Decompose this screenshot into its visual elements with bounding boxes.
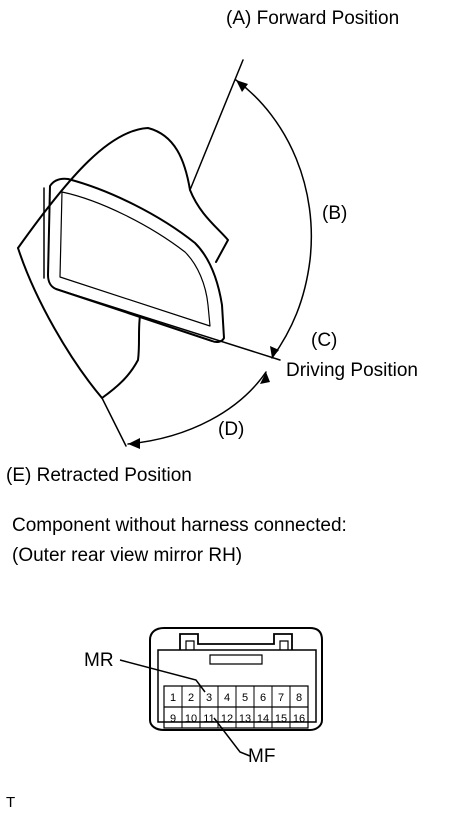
pin-12: 12 xyxy=(221,713,233,725)
connector-body xyxy=(149,627,323,731)
pin-15: 15 xyxy=(275,713,287,725)
pin-4: 4 xyxy=(224,692,230,704)
arrow-d-top xyxy=(260,372,270,384)
pin-7: 7 xyxy=(278,692,284,704)
mr-leader xyxy=(119,659,206,693)
mirror-housing-outline xyxy=(17,127,229,263)
driving-line xyxy=(55,288,281,361)
mf-terminal-label: MF xyxy=(248,746,276,767)
pin-16: 16 xyxy=(293,713,305,725)
component-caption: Component without harness connected: xyxy=(12,515,347,536)
component-subcaption: (Outer rear view mirror RH) xyxy=(12,545,243,566)
arrow-b-bottom xyxy=(270,346,279,358)
pin-14: 14 xyxy=(257,713,269,725)
pin-2: 2 xyxy=(188,692,194,704)
pin-11: 11 xyxy=(203,713,214,725)
mirror-glass-inner xyxy=(59,191,211,327)
connector-drawing xyxy=(119,627,323,757)
pin-1: 1 xyxy=(170,692,176,704)
mr-terminal-label: MR xyxy=(84,650,114,671)
mf-leader xyxy=(213,717,251,757)
pin-13: 13 xyxy=(239,713,251,725)
connector-latch xyxy=(179,633,293,650)
arc-d xyxy=(127,371,267,445)
retracted-line xyxy=(101,397,127,447)
pin-9: 9 xyxy=(170,713,176,725)
mirror-housing-lower xyxy=(17,247,141,399)
retracted-position-label: (E) Retracted Position xyxy=(6,465,192,486)
connector-inner xyxy=(157,649,317,723)
forward-position-label: (A) Forward Position xyxy=(226,8,400,29)
arrow-b-top xyxy=(236,80,248,92)
pin-10: 10 xyxy=(185,713,197,725)
pin-6: 6 xyxy=(260,692,266,704)
pin-5: 5 xyxy=(242,692,248,704)
arrow-d-bottom xyxy=(128,438,140,449)
driving-position-label: Driving Position xyxy=(286,360,418,381)
pin-3: 3 xyxy=(206,692,212,704)
corner-mark: T xyxy=(6,794,16,811)
arc-b xyxy=(235,79,313,359)
range-b-label: (B) xyxy=(322,203,348,224)
pin-8: 8 xyxy=(296,692,302,704)
forward-line xyxy=(189,59,244,191)
range-d-label: (D) xyxy=(218,419,245,440)
driving-position-c-label: (C) xyxy=(311,330,338,351)
